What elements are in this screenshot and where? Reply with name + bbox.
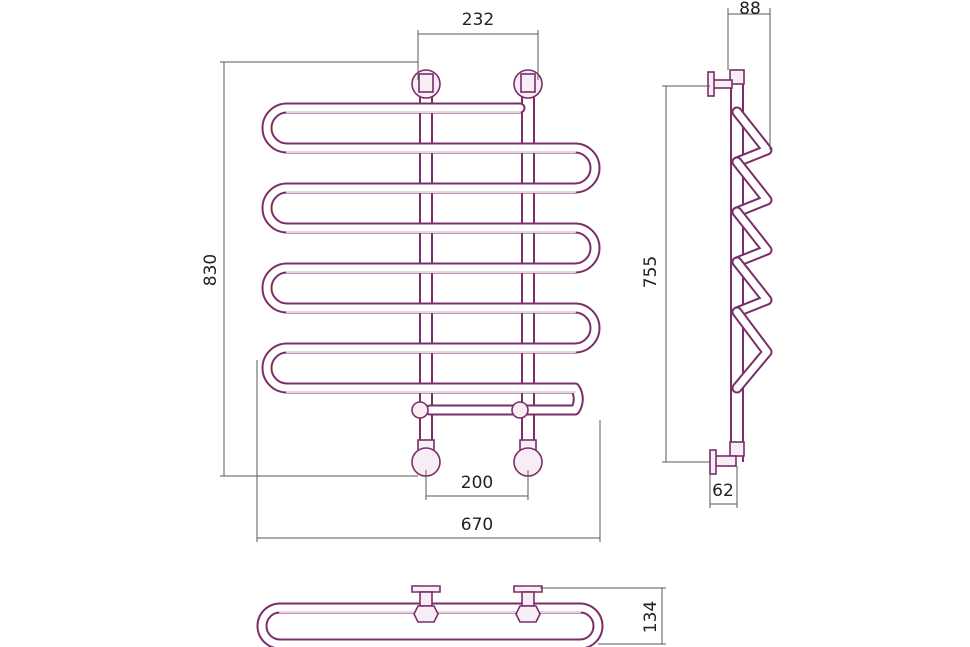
dim-label-830: 830: [201, 254, 221, 286]
top-left-fitting: [411, 69, 441, 99]
dim-label-88: 88: [739, 0, 761, 19]
dimension-mounting-height: 755: [641, 85, 710, 463]
dim-label-232: 232: [462, 10, 494, 30]
dimension-overall-height: 830: [201, 61, 418, 477]
dim-label-134: 134: [641, 601, 661, 633]
dimension-side-depth: 88: [727, 0, 771, 150]
dim-label-62: 62: [712, 481, 734, 501]
side-bottom-wall-fitting: [709, 441, 745, 475]
lower-bend-joint-right: [511, 401, 529, 419]
top-view: 134: [256, 585, 666, 647]
top-right-fitting: [513, 69, 543, 99]
side-top-wall-fitting: [707, 69, 745, 97]
front-view: 232 200 830 670: [201, 10, 601, 542]
top-view-right-valve: [513, 585, 543, 623]
lower-bend-joint: [411, 401, 429, 419]
dimension-overall-width: 670: [256, 360, 601, 542]
bottom-right-fitting: [513, 439, 543, 477]
dimension-wall-offset: 62: [709, 466, 738, 508]
side-angled-rungs: [731, 106, 773, 394]
serpentine-tube: [261, 102, 601, 416]
dimension-top-center: 232: [417, 10, 539, 80]
bottom-left-fitting: [411, 439, 441, 477]
dim-label-755: 755: [641, 256, 661, 288]
dimension-bottom-center: 200: [425, 470, 529, 500]
dim-label-670: 670: [461, 515, 493, 535]
top-view-left-valve: [411, 585, 441, 623]
side-view: 88 755 62: [641, 0, 773, 508]
dimension-top-depth: 134: [540, 587, 666, 645]
dim-label-200: 200: [461, 473, 493, 493]
